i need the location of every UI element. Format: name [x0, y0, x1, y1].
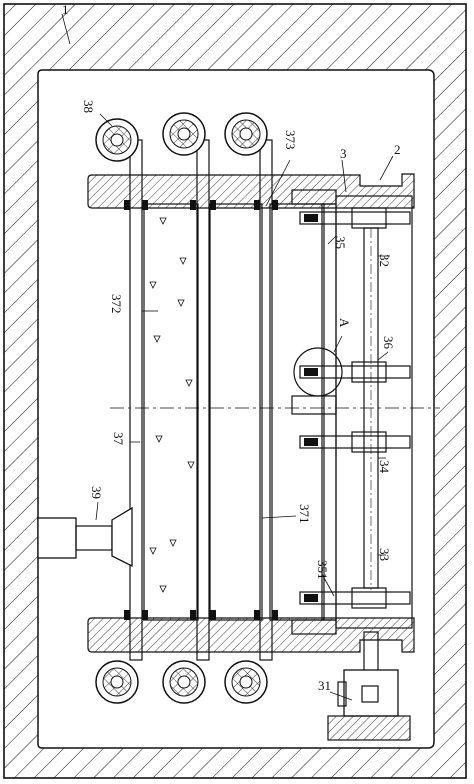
label-36: 36 — [381, 336, 396, 350]
label-37: 37 — [111, 432, 126, 446]
motor-31 — [327, 631, 411, 741]
reference-labels: 1 2 3 31 32 33 34 35 351 36 37 371 372 3… — [62, 2, 401, 693]
label-373: 373 — [283, 130, 298, 150]
upper-frame-plate — [87, 173, 415, 209]
label-2: 2 — [394, 142, 401, 157]
label-35: 35 — [333, 236, 348, 249]
label-39: 39 — [89, 486, 104, 499]
lower-frame-plate — [87, 617, 415, 653]
guide-cap-bottom — [291, 619, 337, 635]
label-32: 32 — [377, 254, 392, 267]
particles-372 — [149, 217, 195, 593]
label-a: A — [337, 318, 352, 328]
bottom-rollers — [95, 660, 268, 704]
nozzle-39 — [37, 506, 133, 568]
belt-fasteners — [124, 200, 278, 620]
chamber-372 — [143, 203, 199, 621]
guide-cap-middle — [291, 395, 337, 415]
label-3: 3 — [340, 146, 347, 161]
chamber-373 — [209, 203, 263, 621]
top-rollers — [95, 112, 268, 162]
belt-middle — [196, 139, 210, 661]
label-34: 34 — [377, 460, 392, 474]
label-372: 372 — [109, 294, 124, 314]
belt-left — [129, 139, 143, 661]
label-1: 1 — [62, 2, 69, 17]
chamber-371 — [269, 203, 325, 621]
label-38: 38 — [81, 100, 96, 113]
label-351: 351 — [315, 560, 330, 580]
guide-cap-top — [291, 189, 337, 205]
housing-outline — [3, 3, 467, 779]
label-33: 33 — [377, 548, 392, 561]
actuator-rods — [299, 207, 411, 609]
detail-circle-a — [293, 347, 343, 397]
label-371: 371 — [297, 504, 312, 524]
label-31: 31 — [318, 678, 331, 693]
leader-lines — [61, 13, 394, 701]
right-support-frame — [335, 195, 413, 629]
